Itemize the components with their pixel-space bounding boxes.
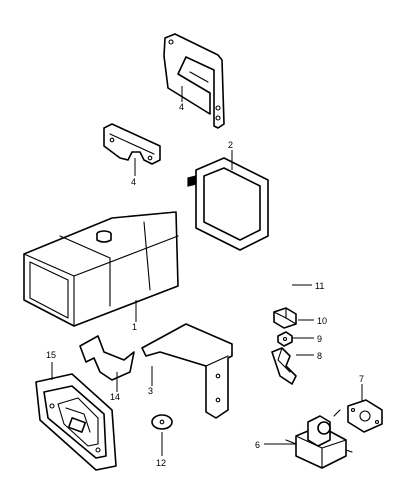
callout-9: 9 <box>317 334 322 344</box>
callout-3: 3 <box>148 386 153 396</box>
callout-14: 14 <box>110 392 120 402</box>
line-fitting-nut <box>273 307 297 329</box>
callout-15: 15 <box>46 350 56 360</box>
tank-support-bracket <box>141 323 233 419</box>
callout-4-lower: 4 <box>131 177 136 187</box>
leader-lines <box>51 86 363 456</box>
gasket-plate <box>151 414 173 430</box>
callout-6: 6 <box>255 440 260 450</box>
saddle-bracket <box>79 335 135 381</box>
upper-mounting-bracket <box>163 33 225 129</box>
callout-12: 12 <box>156 458 166 468</box>
callout-10: 10 <box>317 316 327 326</box>
fuel-tank <box>23 211 179 327</box>
callout-1: 1 <box>132 322 137 332</box>
callout-11: 11 <box>315 281 324 291</box>
callout-numbers: 1 2 3 4 4 6 7 8 9 10 11 12 14 15 <box>46 102 364 468</box>
fuel-line <box>277 202 326 306</box>
flange-gasket <box>347 399 383 433</box>
callout-7: 7 <box>359 374 364 384</box>
small-mounting-bracket <box>103 123 161 165</box>
tank-strap-frame <box>187 157 269 251</box>
fuel-pump <box>285 409 353 469</box>
callout-4-upper: 4 <box>179 102 184 112</box>
callout-8: 8 <box>317 351 322 361</box>
elbow-fitting <box>271 347 297 385</box>
small-nut <box>277 331 293 347</box>
fuel-filter-assembly <box>35 373 117 471</box>
callout-2: 2 <box>228 140 233 150</box>
